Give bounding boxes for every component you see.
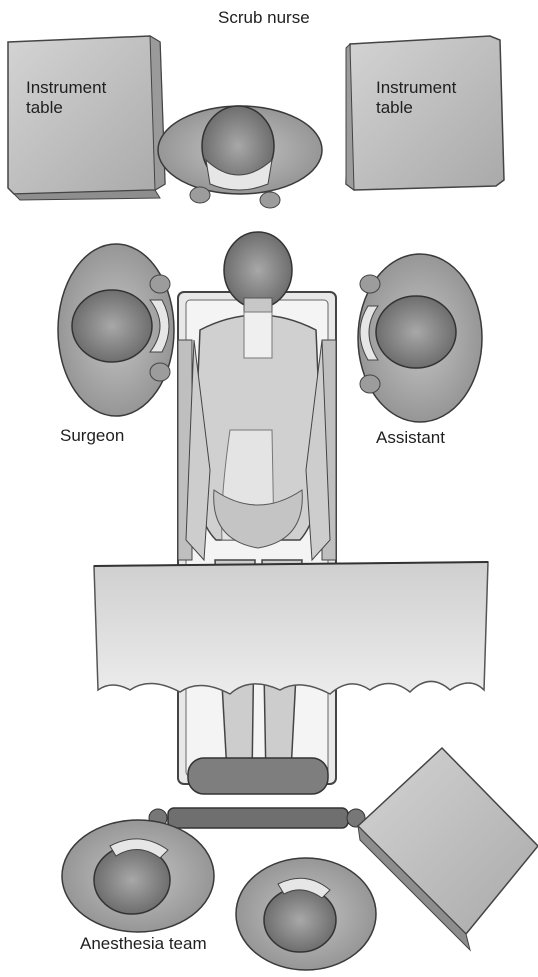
surgical-drape (94, 562, 488, 694)
instrument-table-right-label: Instrument table (376, 78, 486, 118)
equipment-cart (358, 748, 538, 950)
instrument-table-left-label: Instrument table (26, 78, 136, 118)
surgeon-label: Surgeon (60, 426, 124, 446)
scrub-nurse-label: Scrub nurse (218, 8, 310, 28)
scrub-nurse-figure (158, 106, 322, 208)
anesthesia-team-label: Anesthesia team (80, 934, 207, 954)
anesthesia-team-member-1 (62, 820, 214, 932)
assistant-label: Assistant (376, 428, 445, 448)
surgeon-figure (58, 244, 174, 416)
instrument-table-left (8, 36, 165, 200)
assistant-figure (358, 254, 482, 422)
anesthesia-team-member-2 (236, 858, 376, 970)
